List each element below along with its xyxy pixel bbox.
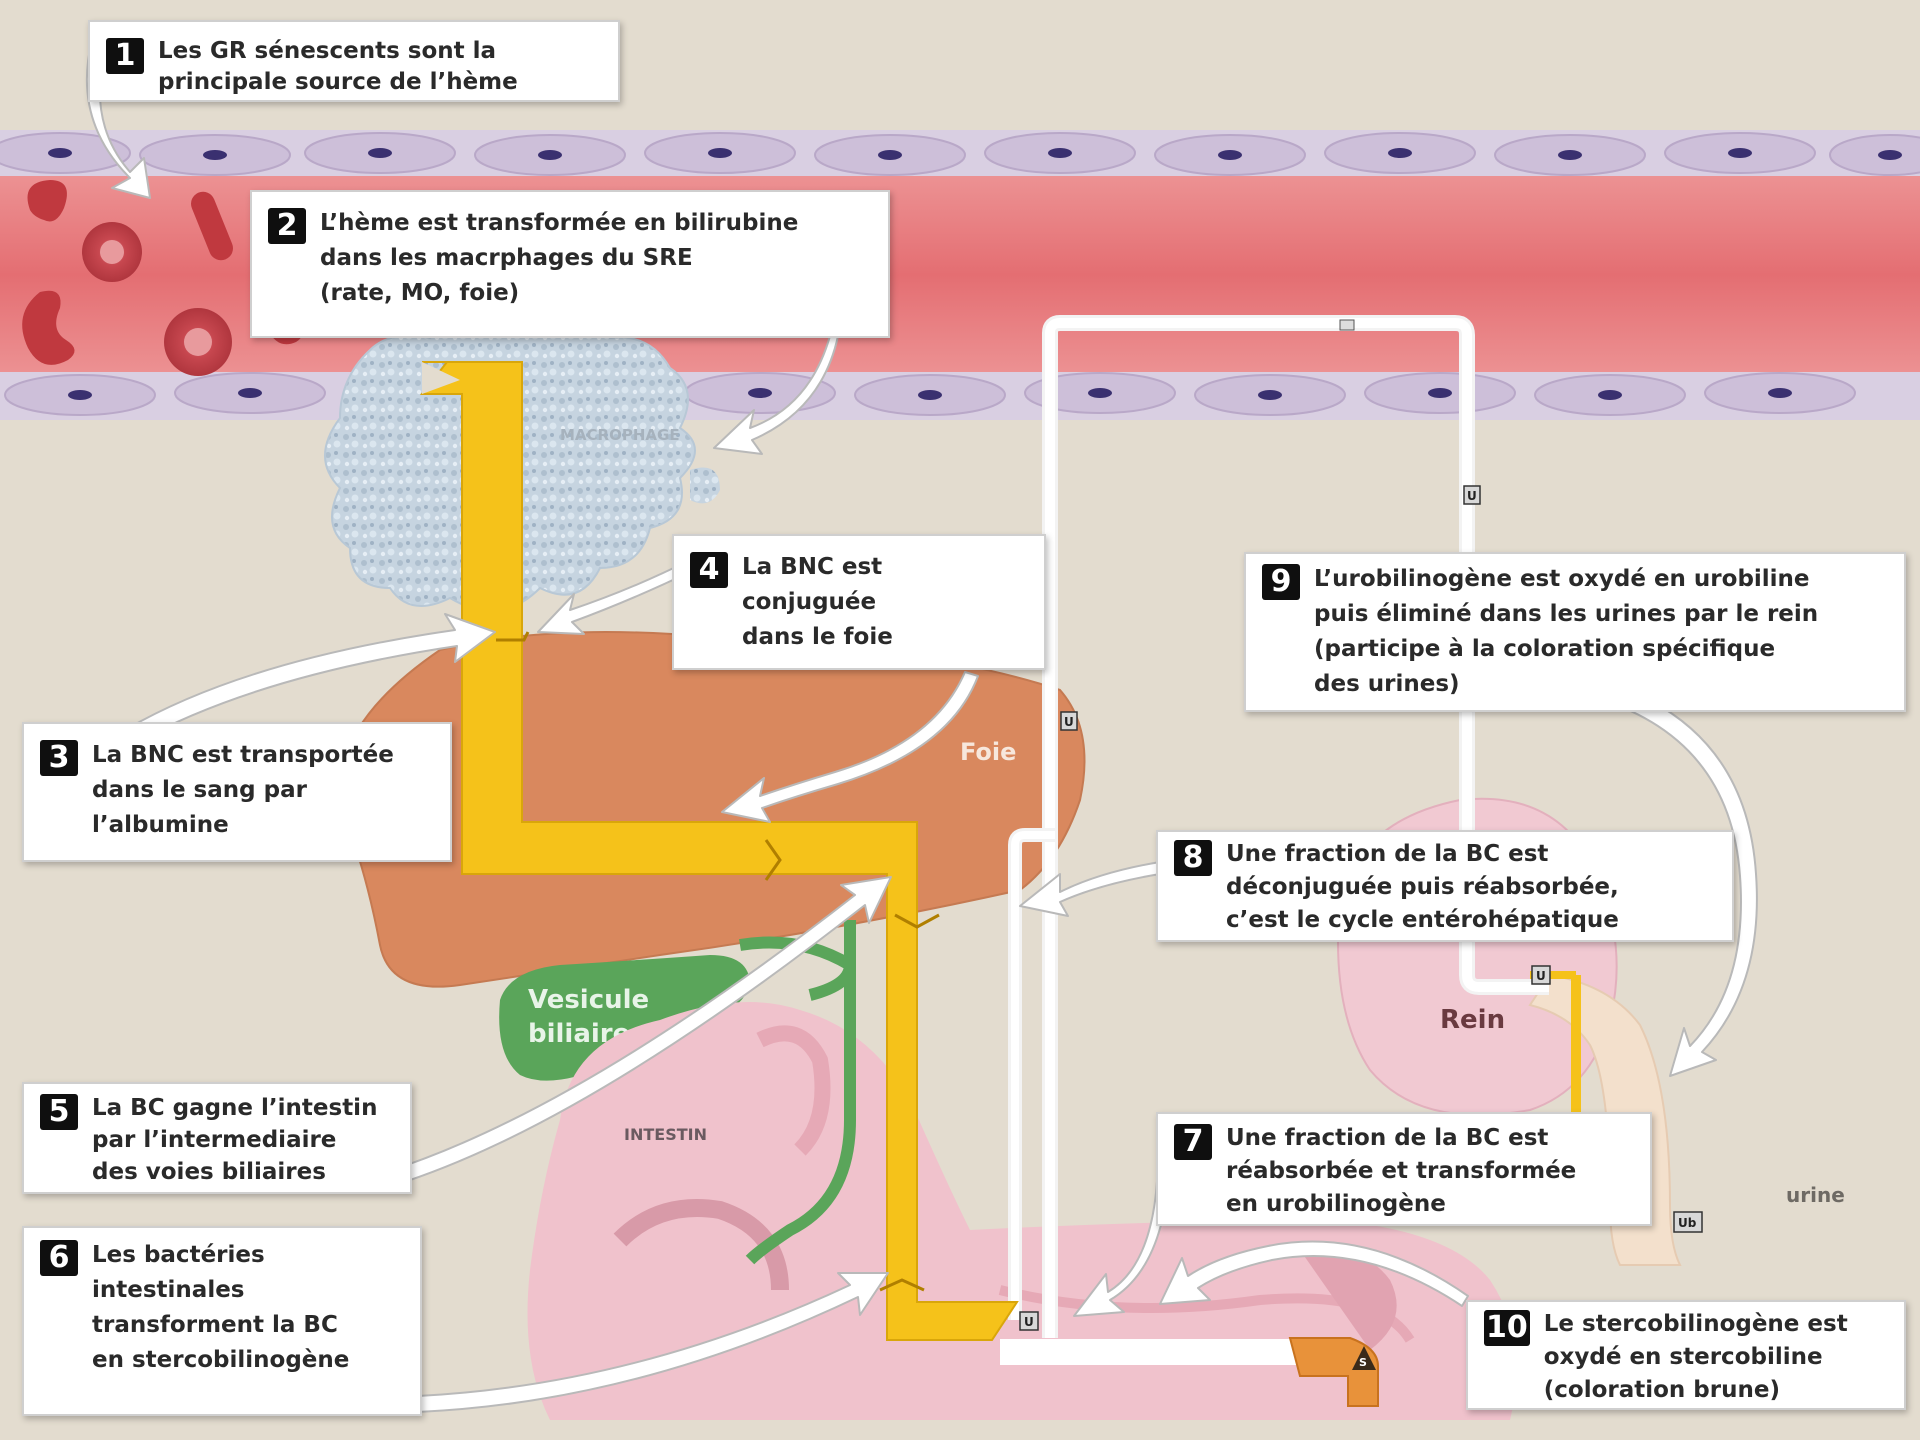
callout-3-number: 3	[40, 740, 78, 776]
callout-2-number: 2	[268, 208, 306, 244]
intestine-label: INTESTIN	[624, 1125, 707, 1144]
gallbladder-label-line1: Vesicule	[528, 985, 649, 1015]
callout-6-line-3: transforment la BC	[92, 1308, 349, 1343]
liver-label: Foie	[960, 738, 1016, 766]
callout-6-line-1: Les bactéries	[92, 1238, 349, 1273]
callout-10: 10 Le stercobilinogène est oxydé en ster…	[1466, 1300, 1906, 1410]
marker-s: S	[1359, 1356, 1367, 1369]
callout-7-line-1: Une fraction de la BC est	[1226, 1122, 1576, 1155]
callout-2-line-3: (rate, MO, foie)	[320, 276, 798, 311]
callout-3-line-1: La BNC est transportée	[92, 738, 394, 773]
callout-7-text: Une fraction de la BC est réabsorbée et …	[1226, 1122, 1576, 1221]
callout-2: 2 L’hème est transformée en bilirubine d…	[250, 190, 890, 338]
callout-5-number: 5	[40, 1094, 78, 1130]
marker-u-left: U	[1061, 712, 1077, 730]
callout-7: 7 Une fraction de la BC est réabsorbée e…	[1156, 1112, 1652, 1226]
callout-8-text: Une fraction de la BC est déconjuguée pu…	[1226, 838, 1619, 937]
marker-ub: Ub	[1674, 1212, 1702, 1232]
callout-9-line-1: L’urobilinogène est oxydé en urobiline	[1314, 562, 1818, 597]
callout-3-line-2: dans le sang par	[92, 773, 394, 808]
marker-u-bottom-label: U	[1024, 1315, 1034, 1329]
callout-3-line-3: l’albumine	[92, 808, 394, 843]
callout-8-line-2: déconjuguée puis réabsorbée,	[1226, 871, 1619, 904]
callout-1-line-2: principale source de l’hème	[158, 67, 518, 98]
marker-u-right-label: U	[1467, 489, 1477, 503]
callout-9-number: 9	[1262, 564, 1300, 600]
callout-9: 9 L’urobilinogène est oxydé en urobiline…	[1244, 552, 1906, 712]
marker-u-left-label: U	[1064, 715, 1074, 729]
callout-7-number: 7	[1174, 1124, 1212, 1160]
callout-2-text: L’hème est transformée en bilirubine dan…	[320, 206, 798, 311]
kidney-label: Rein	[1440, 1005, 1505, 1035]
callout-10-number: 10	[1484, 1310, 1530, 1346]
callout-6-number: 6	[40, 1240, 78, 1276]
callout-1-number: 1	[106, 38, 144, 74]
callout-10-line-2: oxydé en stercobiline	[1544, 1341, 1848, 1374]
callout-7-line-2: réabsorbée et transformée	[1226, 1155, 1576, 1188]
callout-4: 4 La BNC est conjuguée dans le foie	[672, 534, 1046, 670]
callout-1-text: Les GR sénescents sont la principale sou…	[158, 36, 518, 98]
marker-u-bottom: U	[1020, 1312, 1038, 1330]
marker-u-right: U	[1464, 486, 1480, 504]
callout-5-line-1: La BC gagne l’intestin	[92, 1092, 377, 1124]
marker-u-top	[1340, 320, 1354, 330]
callout-6-line-4: en stercobilinogène	[92, 1343, 349, 1378]
callout-8-line-3: c’est le cycle entérohépatique	[1226, 904, 1619, 937]
callout-4-line-2: conjuguée	[742, 585, 893, 620]
callout-6-line-2: intestinales	[92, 1273, 349, 1308]
callout-9-line-4: des urines)	[1314, 667, 1818, 702]
callout-9-line-3: (participe à la coloration spécifique	[1314, 632, 1818, 667]
callout-3-text: La BNC est transportée dans le sang par …	[92, 738, 394, 843]
callout-10-line-3: (coloration brune)	[1544, 1374, 1848, 1407]
callout-8: 8 Une fraction de la BC est déconjuguée …	[1156, 830, 1734, 942]
callout-4-number: 4	[690, 552, 728, 588]
callout-10-line-1: Le stercobilinogène est	[1544, 1308, 1848, 1341]
callout-2-line-1: L’hème est transformée en bilirubine	[320, 206, 798, 241]
callout-9-line-2: puis éliminé dans les urines par le rein	[1314, 597, 1818, 632]
callout-5-line-3: des voies biliaires	[92, 1156, 377, 1188]
red-blood-cell	[164, 308, 232, 376]
callout-4-line-3: dans le foie	[742, 620, 893, 655]
callout-3: 3 La BNC est transportée dans le sang pa…	[22, 722, 452, 862]
callout-7-line-3: en urobilinogène	[1226, 1188, 1576, 1221]
callout-9-text: L’urobilinogène est oxydé en urobiline p…	[1314, 562, 1818, 702]
callout-2-line-2: dans les macrphages du SRE	[320, 241, 798, 276]
callout-5-text: La BC gagne l’intestin par l’intermediai…	[92, 1092, 377, 1188]
callout-6: 6 Les bactéries intestinales transformen…	[22, 1226, 422, 1416]
red-blood-cell	[82, 222, 142, 282]
callout-5-line-2: par l’intermediaire	[92, 1124, 377, 1156]
callout-6-text: Les bactéries intestinales transforment …	[92, 1238, 349, 1378]
urine-label: urine	[1786, 1183, 1845, 1207]
callout-8-line-1: Une fraction de la BC est	[1226, 838, 1619, 871]
callout-4-line-1: La BNC est	[742, 550, 893, 585]
marker-ub-label: Ub	[1678, 1216, 1697, 1230]
callout-10-text: Le stercobilinogène est oxydé en stercob…	[1544, 1308, 1848, 1407]
callout-1-line-1: Les GR sénescents sont la	[158, 36, 518, 67]
marker-u-kidney-label: U	[1536, 969, 1546, 983]
callout-5: 5 La BC gagne l’intestin par l’intermedi…	[22, 1082, 412, 1194]
macrophage-label: MACROPHAGE	[560, 426, 680, 444]
callout-1: 1 Les GR sénescents sont la principale s…	[88, 20, 620, 102]
callout-4-text: La BNC est conjuguée dans le foie	[742, 550, 893, 655]
marker-u-kidney: U	[1532, 966, 1550, 984]
callout-8-number: 8	[1174, 840, 1212, 876]
